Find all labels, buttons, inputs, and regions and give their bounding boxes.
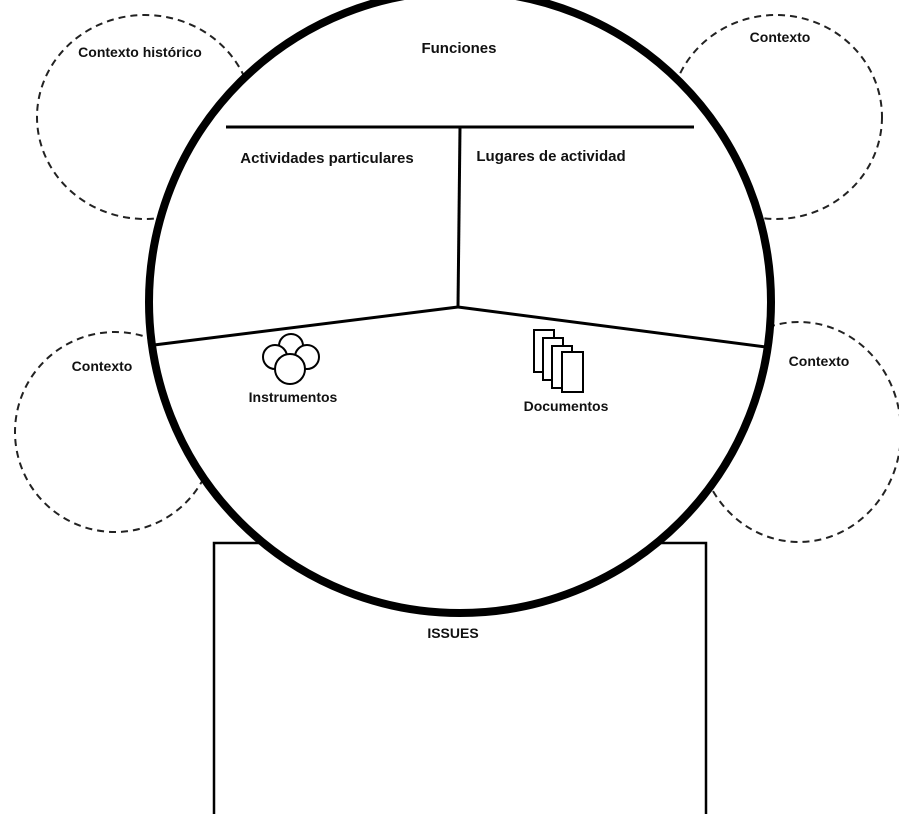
context-label-top-left: Contexto histórico — [78, 44, 202, 60]
division-line-left — [153, 305, 459, 347]
circles-cluster-icon — [262, 333, 320, 385]
actividades-label: Actividades particulares — [240, 150, 413, 167]
documentos-label: Documentos — [524, 398, 609, 414]
division-line-right — [457, 305, 767, 349]
context-label-mid-left: Contexto — [72, 358, 133, 374]
division-lines — [153, 125, 767, 349]
context-label-top-right: Contexto — [750, 29, 811, 45]
lugares-label: Lugares de actividad — [476, 148, 625, 165]
instrumentos-label: Instrumentos — [249, 389, 338, 405]
funciones-label: Funciones — [421, 40, 496, 57]
division-line-center — [456, 126, 462, 308]
stacked-documents-icon — [533, 329, 584, 393]
context-label-mid-right: Contexto — [789, 353, 850, 369]
issues-label: ISSUES — [427, 625, 478, 641]
